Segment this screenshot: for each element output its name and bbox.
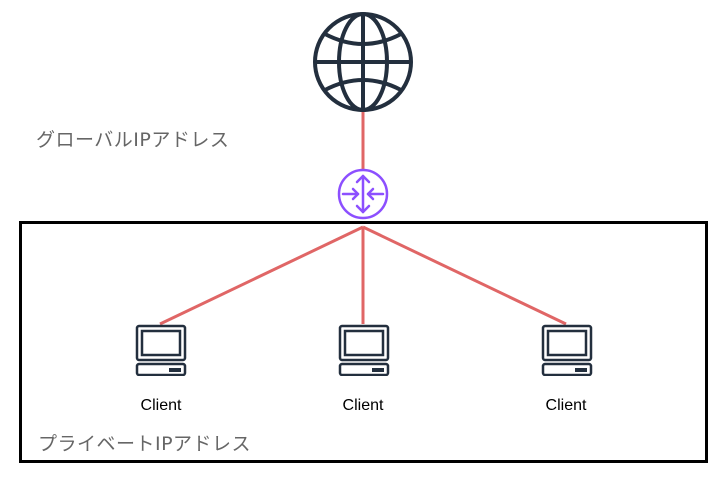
global-ip-label: グローバルIPアドレス (36, 129, 230, 151)
desktop-computer-icon (338, 324, 390, 376)
client-label: Client (342, 397, 384, 414)
globe-icon (313, 12, 413, 112)
client-label: Client (545, 397, 587, 414)
desktop-computer-icon (541, 324, 593, 376)
client-label: Client (140, 397, 182, 414)
desktop-computer-icon (135, 324, 187, 376)
link-router-client-3 (362, 225, 567, 326)
private-network-boundary (19, 221, 708, 463)
router-icon (337, 168, 389, 220)
link-router-client-1 (159, 225, 364, 326)
private-ip-label: プライベートIPアドレス (38, 433, 252, 455)
